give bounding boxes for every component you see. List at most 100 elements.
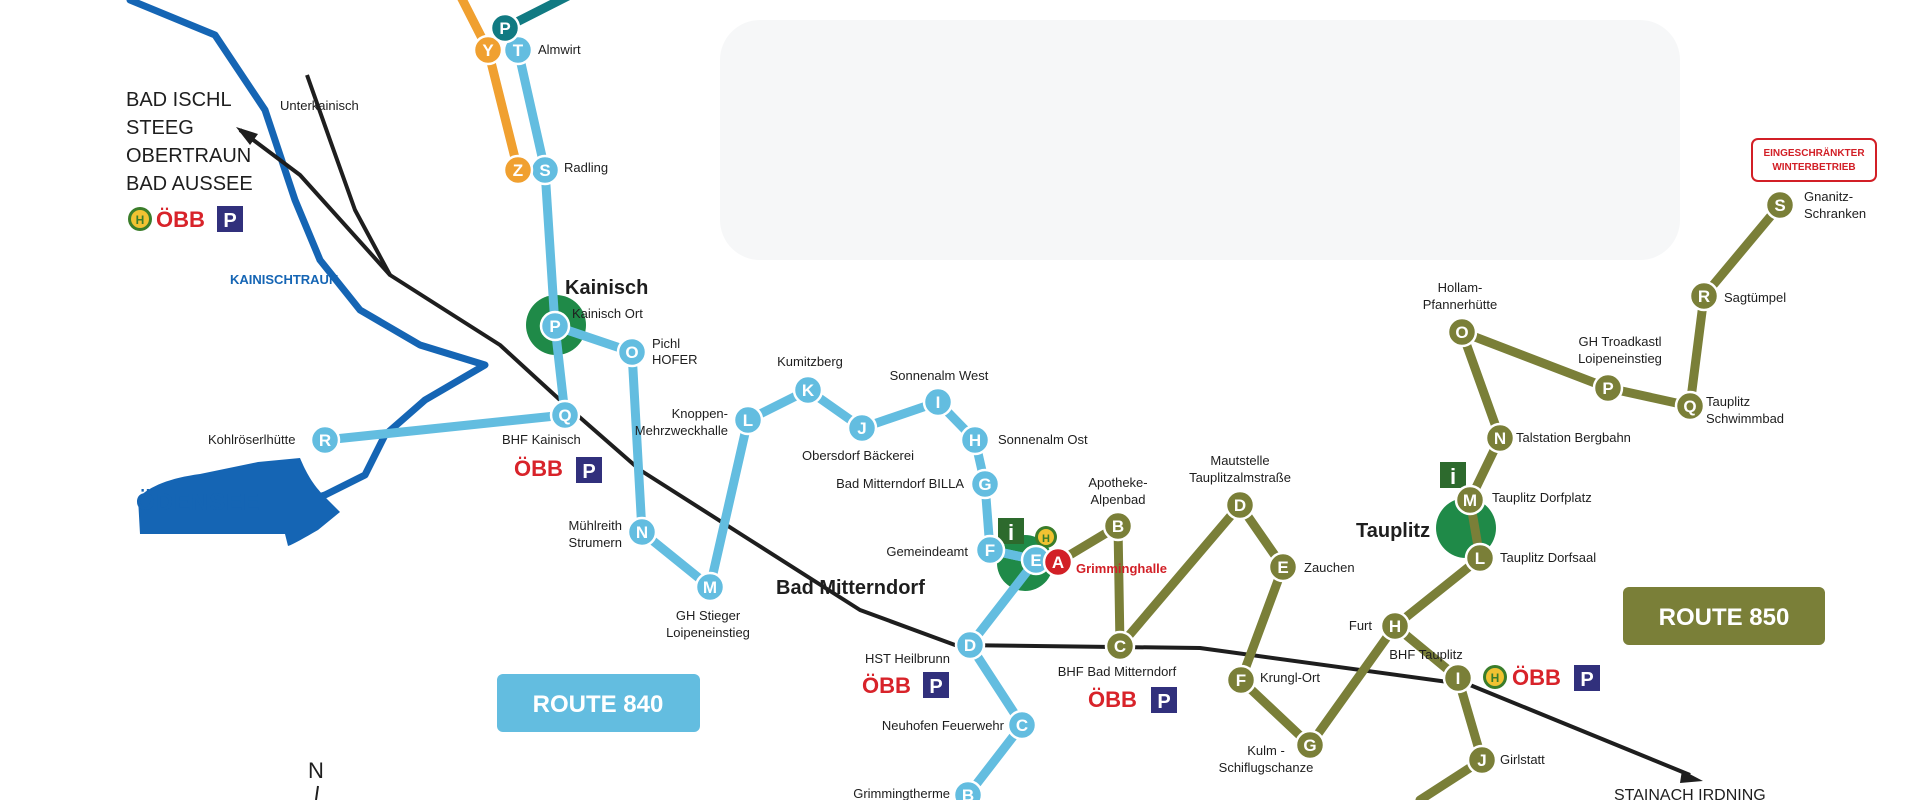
svg-text:STEEG: STEEG <box>126 117 194 139</box>
stop-label-h: Sonnenalm Ost <box>998 432 1088 447</box>
info-icon-tauplitz: i <box>1440 462 1466 489</box>
svg-text:P: P <box>1580 669 1593 691</box>
stop-marker-850-r: R <box>1688 280 1720 312</box>
svg-text:BAD ISCHL: BAD ISCHL <box>126 89 232 111</box>
svg-text:WINTERBETRIEB: WINTERBETRIEB <box>1772 162 1855 173</box>
stop-label-m-line1: GH Stieger <box>676 608 741 623</box>
svg-text:K: K <box>802 381 815 400</box>
route-850-stop-labels: Grimminghalle Apotheke- Alpenbad BHF Bad… <box>1058 189 1866 775</box>
stop-marker-850-s: S <box>1764 189 1796 221</box>
stop-label-l-line2: Mehrzweckhalle <box>635 423 728 438</box>
stop-marker-840-t: T <box>502 34 534 66</box>
parking-icon: P <box>576 457 602 483</box>
svg-text:B: B <box>1112 517 1124 536</box>
stop-label-p-line1: GH Troadkastl <box>1578 334 1661 349</box>
stop-marker-850-i: I <box>1442 662 1474 694</box>
svg-text:H: H <box>969 431 981 450</box>
svg-text:N: N <box>1494 429 1506 448</box>
lake-odensee <box>138 458 340 546</box>
svg-text:Z: Z <box>513 161 523 180</box>
oebb-icon: ÖBB <box>1088 687 1137 712</box>
svg-text:B: B <box>962 786 974 800</box>
parking-icon: P <box>923 672 949 698</box>
svg-text:H: H <box>1042 533 1050 545</box>
stop-marker-840-g: G <box>969 468 1001 500</box>
svg-text:P: P <box>582 461 595 483</box>
svg-text:P: P <box>929 676 942 698</box>
stop-marker-840-f: F <box>974 534 1006 566</box>
stop-label-a: Grimminghalle <box>1076 561 1167 576</box>
stop-marker-850-n: N <box>1484 422 1516 454</box>
svg-text:Y: Y <box>482 41 494 60</box>
stop-label-q-line1: Tauplitz <box>1706 394 1750 409</box>
destinations-northwest: BAD ISCHL STEEG OBERTRAUN BAD AUSSEE <box>126 89 253 195</box>
svg-text:J: J <box>857 419 866 438</box>
stop-label-s-line2: Schranken <box>1804 206 1866 221</box>
stop-label-d-line1: Mautstelle <box>1210 453 1269 468</box>
svg-text:H: H <box>136 213 145 227</box>
svg-text:ROUTE 850: ROUTE 850 <box>1659 604 1790 631</box>
svg-text:E: E <box>1277 558 1288 577</box>
stop-marker-840-k: K <box>792 374 824 406</box>
rail-arrow-northwest <box>236 127 258 145</box>
stop-label-l-line1: Knoppen- <box>672 406 728 421</box>
stop-label-m-line2: Loipeneinstieg <box>666 625 750 640</box>
winter-service-notice: EINGESCHRÄNKTER WINTERBETRIEB <box>1751 138 1877 182</box>
svg-text:S: S <box>539 161 550 180</box>
stop-label-b: Grimmingtherme <box>853 786 950 800</box>
svg-text:A: A <box>1052 553 1064 572</box>
svg-text:C: C <box>1016 716 1028 735</box>
route-850-lines <box>1053 200 1785 805</box>
stop-marker-teal-p: P <box>489 12 521 44</box>
route-850-badge: ROUTE 850 <box>1623 587 1825 645</box>
stop-label-g-line2: Schiflugschanze <box>1219 760 1314 775</box>
oebb-icon: ÖBB <box>1512 665 1561 690</box>
stop-marker-850-e: E <box>1267 551 1299 583</box>
stop-label-p-line2: Loipeneinstieg <box>1578 351 1662 366</box>
railway-main <box>238 128 1691 777</box>
stop-marker-840-h: H <box>959 424 991 456</box>
stop-label-s-line1: Gnanitz- <box>1804 189 1853 204</box>
stop-label-o-line2: HOFER <box>652 352 698 367</box>
stop-label-n-line1: Mühlreith <box>569 518 622 533</box>
stop-label-c850: BHF Bad Mitterndorf <box>1058 664 1177 679</box>
stop-label-q-line2: Schwimmbad <box>1706 411 1784 426</box>
stop-label-g: Bad Mitterndorf BILLA <box>836 476 964 491</box>
stop-label-j850: Girlstatt <box>1500 752 1545 767</box>
stop-marker-840-i: I <box>922 386 954 418</box>
svg-text:Q: Q <box>1683 397 1696 416</box>
stop-marker-840-r: R <box>309 424 341 456</box>
stop-marker-850-l: L <box>1464 542 1496 574</box>
route-840-stop-labels: Almwirt Radling Kainisch Ort Pichl HOFER… <box>208 42 1088 801</box>
stop-label-r850: Sagtümpel <box>1724 290 1786 305</box>
stop-label-f: Gemeindeamt <box>886 544 968 559</box>
svg-text:P: P <box>1602 379 1613 398</box>
svg-text:I: I <box>936 393 941 412</box>
stop-marker-840-l: L <box>732 404 764 436</box>
svg-text:E: E <box>1030 551 1041 570</box>
svg-text:S: S <box>1774 196 1785 215</box>
stop-label-t: Almwirt <box>538 42 581 57</box>
railway-branch <box>305 74 392 276</box>
stop-marker-840-c: C <box>1006 709 1038 741</box>
svg-text:P: P <box>499 19 510 38</box>
stop-label-q: BHF Kainisch <box>502 432 581 447</box>
svg-text:I: I <box>1456 669 1461 688</box>
svg-text:M: M <box>1463 491 1477 510</box>
river-label-kainischtraun: KAINISCHTRAUN <box>230 272 338 287</box>
stop-label-m850: Tauplitz Dorfplatz <box>1492 490 1592 505</box>
svg-text:R: R <box>319 431 331 450</box>
background-haze <box>720 20 1680 260</box>
svg-text:F: F <box>985 541 995 560</box>
stop-marker-840-d: D <box>954 629 986 661</box>
stop-marker-840-m: M <box>694 571 726 603</box>
place-kainisch: Kainisch <box>565 277 648 299</box>
svg-text:R: R <box>1698 287 1710 306</box>
stop-label-n-line2: Strumern <box>569 535 622 550</box>
stop-marker-850-g: G <box>1294 729 1326 761</box>
bus-stop-icon-bad-mitterndorf: H <box>1035 526 1057 548</box>
stop-label-c: Neuhofen Feuerwehr <box>882 718 1005 733</box>
svg-text:G: G <box>1303 736 1316 755</box>
